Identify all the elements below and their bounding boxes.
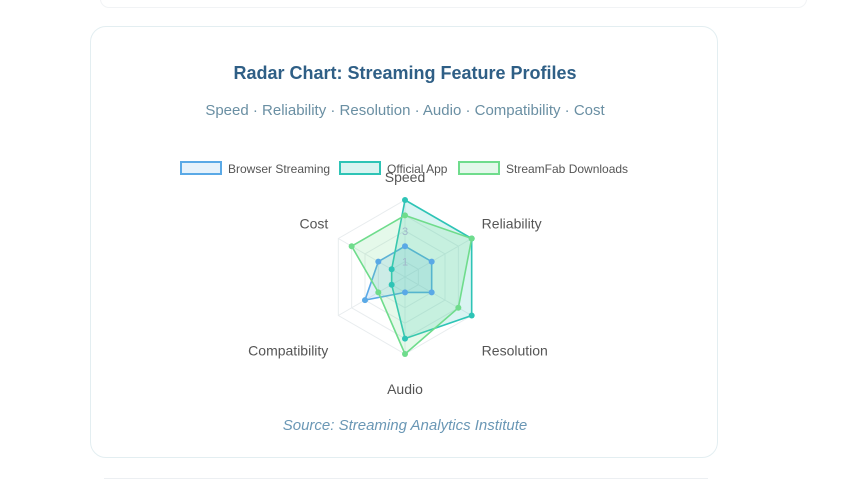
axis-label-speed: Speed: [385, 169, 425, 185]
chart-title: Radar Chart: Streaming Feature Profiles: [233, 63, 577, 83]
series-2-point-3: [468, 312, 475, 319]
chart-source: Source: Streaming Analytics Institute: [282, 417, 528, 434]
axis-label-reliability: Reliability: [482, 216, 542, 232]
series-3-point-3: [455, 304, 462, 311]
legend-swatch-3: [458, 161, 500, 175]
radial-tick-label: 1: [402, 257, 408, 269]
axis-label-audio: Audio: [387, 381, 423, 397]
axis-label-resolution: Resolution: [482, 343, 548, 359]
series-1-point-2: [428, 258, 435, 265]
series-3-point-4: [402, 351, 408, 357]
series-3-point-5: [375, 289, 382, 296]
series-3-point-1: [402, 212, 408, 219]
series-3-point-6: [348, 243, 355, 250]
series-2-point-4: [402, 335, 408, 342]
series-1-point-5: [361, 297, 368, 304]
radial-tick-label: 3: [402, 226, 408, 238]
next-card-edge: [104, 478, 708, 479]
series-3-point-2: [468, 235, 475, 242]
series-1-point-1: [402, 243, 408, 250]
grid-spoke-2: [404, 238, 472, 278]
series-2-point-5: [388, 281, 395, 288]
legend-label-3: StreamFab Downloads: [506, 162, 628, 176]
chart-card: Radar Chart: Streaming Feature Profiles …: [90, 26, 718, 458]
legend-swatch-1: [180, 161, 222, 175]
series-1-point-6: [375, 258, 382, 265]
legend-label-2: Official App: [387, 162, 448, 176]
series-1-point-3: [428, 289, 435, 296]
axis-label-compatibility: Compatibility: [248, 343, 328, 359]
series-2-point-1: [402, 197, 408, 203]
legend-label-1: Browser Streaming: [228, 162, 330, 176]
chart-subtitle: Speed · Reliability · Resolution · Audio…: [205, 102, 605, 119]
axis-label-cost: Cost: [300, 216, 329, 232]
series-2-point-6: [388, 266, 395, 273]
legend-swatch-2: [339, 161, 381, 175]
series-1-point-4: [402, 289, 408, 296]
